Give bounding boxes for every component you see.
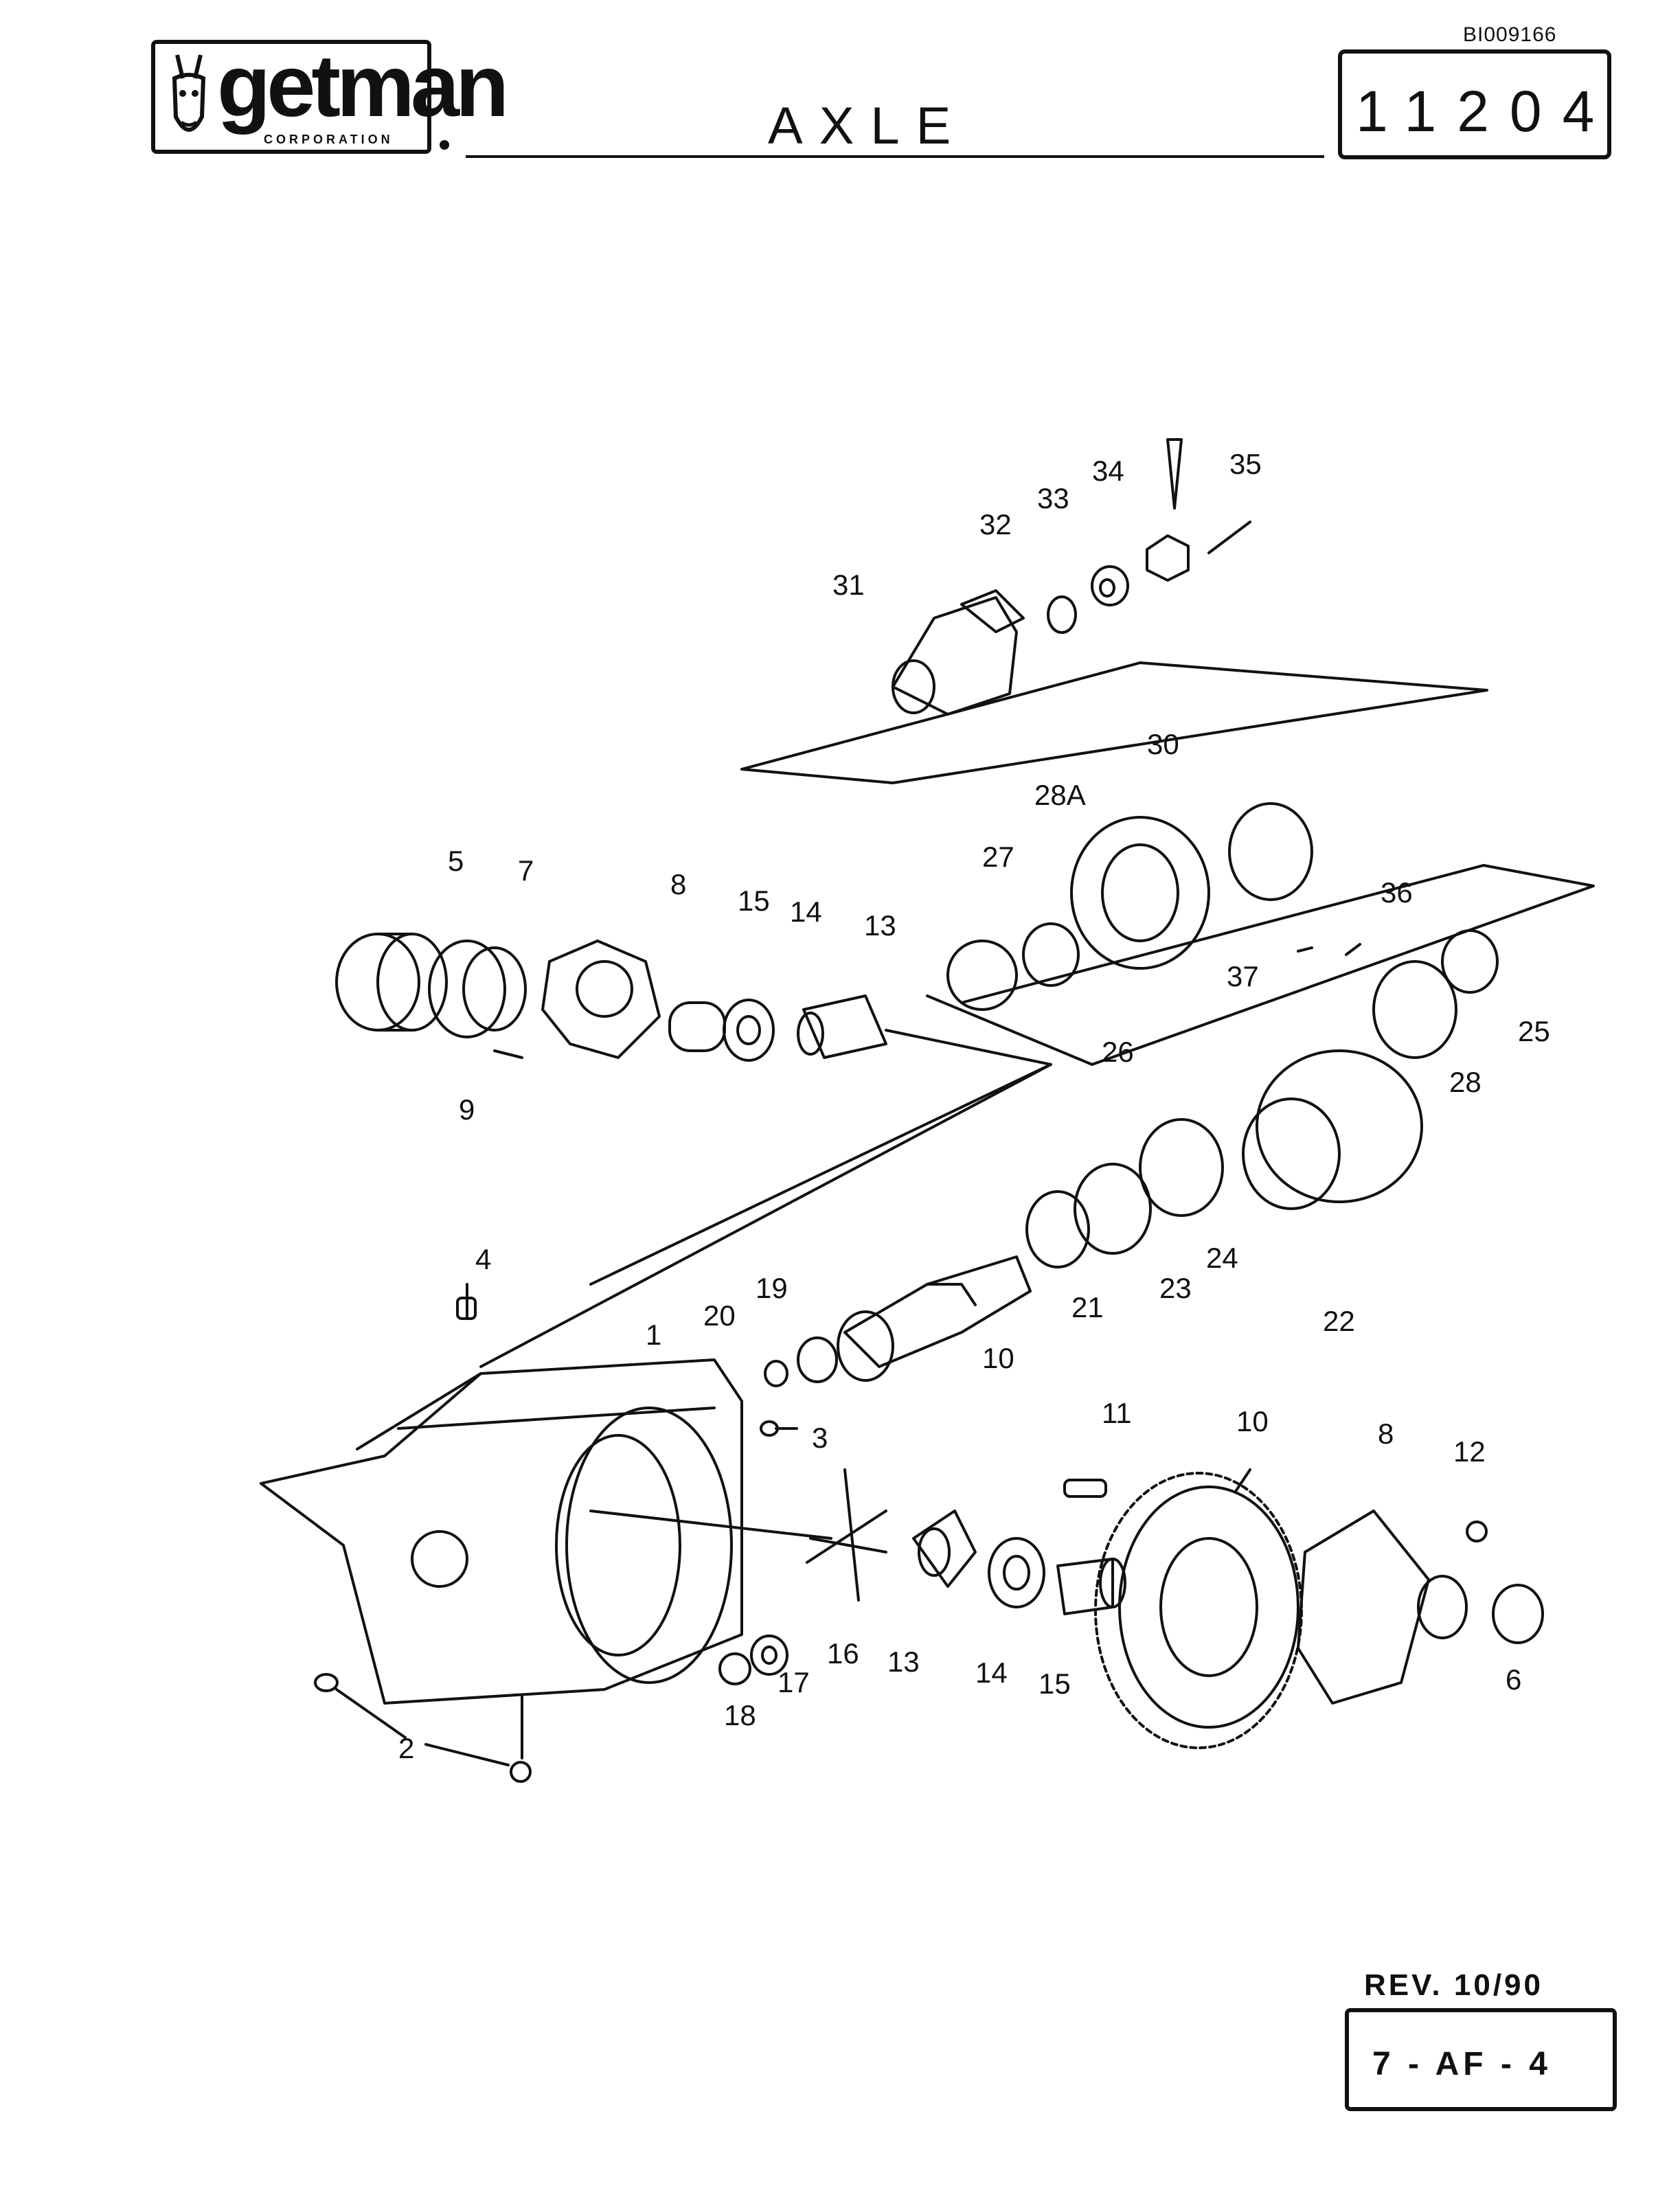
page-number: 11204 [1356, 79, 1615, 144]
callout-6: 6 [1506, 1663, 1521, 1696]
callout-3: 3 [812, 1422, 828, 1454]
callout-28a: 28A [1034, 779, 1086, 811]
logo-wordmark: getman [217, 37, 509, 135]
callout-31: 31 [832, 569, 865, 601]
callout-23: 23 [1159, 1272, 1192, 1304]
callout-20: 20 [703, 1299, 736, 1332]
section-code-box: 7 - AF - 4 [1345, 2008, 1617, 2111]
callout-35: 35 [1229, 448, 1262, 480]
title-underline [466, 155, 1324, 158]
yoke-group [740, 438, 1488, 784]
callout-18: 18 [724, 1699, 756, 1731]
callout-17: 17 [777, 1666, 810, 1698]
callout-1: 1 [646, 1319, 661, 1351]
callout-25: 25 [1518, 1015, 1550, 1047]
callout-4: 4 [475, 1243, 491, 1275]
section-code: 7 - AF - 4 [1372, 2046, 1552, 2082]
callout-34: 34 [1092, 455, 1124, 487]
callout-12: 12 [1453, 1435, 1486, 1468]
callout-36: 36 [1381, 876, 1413, 909]
pinion-cage-group [926, 802, 1595, 1268]
differential-carrier-group [335, 933, 1052, 1286]
callout-11: 11 [1102, 1397, 1132, 1429]
pinion-shaft-group [764, 1255, 1032, 1387]
callout-15-lower: 15 [1038, 1667, 1071, 1700]
callout-24: 24 [1206, 1242, 1238, 1274]
callout-7: 7 [518, 854, 534, 887]
callout-27: 27 [982, 841, 1014, 873]
revision-label: REV. 10/90 [1364, 1968, 1543, 2002]
callout-8-upper: 8 [670, 868, 686, 900]
callout-14-lower: 14 [975, 1656, 1008, 1689]
callout-13-upper: 13 [864, 909, 896, 942]
callout-15-upper: 15 [738, 885, 770, 917]
callout-33: 33 [1037, 482, 1069, 514]
callout-37: 37 [1227, 960, 1259, 992]
callout-8-lower: 8 [1378, 1418, 1394, 1450]
callout-19: 19 [756, 1272, 788, 1304]
page-title: AXLE [768, 97, 968, 155]
callout-10-ring: 10 [1236, 1405, 1269, 1437]
callout-28: 28 [1449, 1066, 1482, 1098]
axle-housing-group [260, 1063, 1052, 1783]
callout-21: 21 [1071, 1291, 1104, 1323]
getman-logo: getman CORPORATION [151, 40, 509, 154]
callout-16: 16 [827, 1637, 859, 1670]
callout-2: 2 [398, 1732, 414, 1764]
callout-26: 26 [1102, 1036, 1134, 1068]
mule-head-icon [172, 54, 206, 132]
document-id: BI009166 [1463, 23, 1557, 46]
callout-30: 30 [1147, 728, 1179, 760]
callout-13-lower: 13 [887, 1646, 920, 1678]
callout-9: 9 [459, 1093, 475, 1126]
callout-14-upper: 14 [790, 896, 822, 928]
title-dot [440, 140, 449, 150]
page-number-box: 11204 [1338, 49, 1611, 159]
callout-5: 5 [448, 845, 464, 877]
ring-gear-group [589, 1468, 1544, 1749]
callout-32: 32 [979, 508, 1012, 540]
callout-22: 22 [1323, 1305, 1355, 1337]
logo-subtitle: CORPORATION [264, 133, 394, 146]
callout-10-pinion: 10 [982, 1342, 1014, 1374]
